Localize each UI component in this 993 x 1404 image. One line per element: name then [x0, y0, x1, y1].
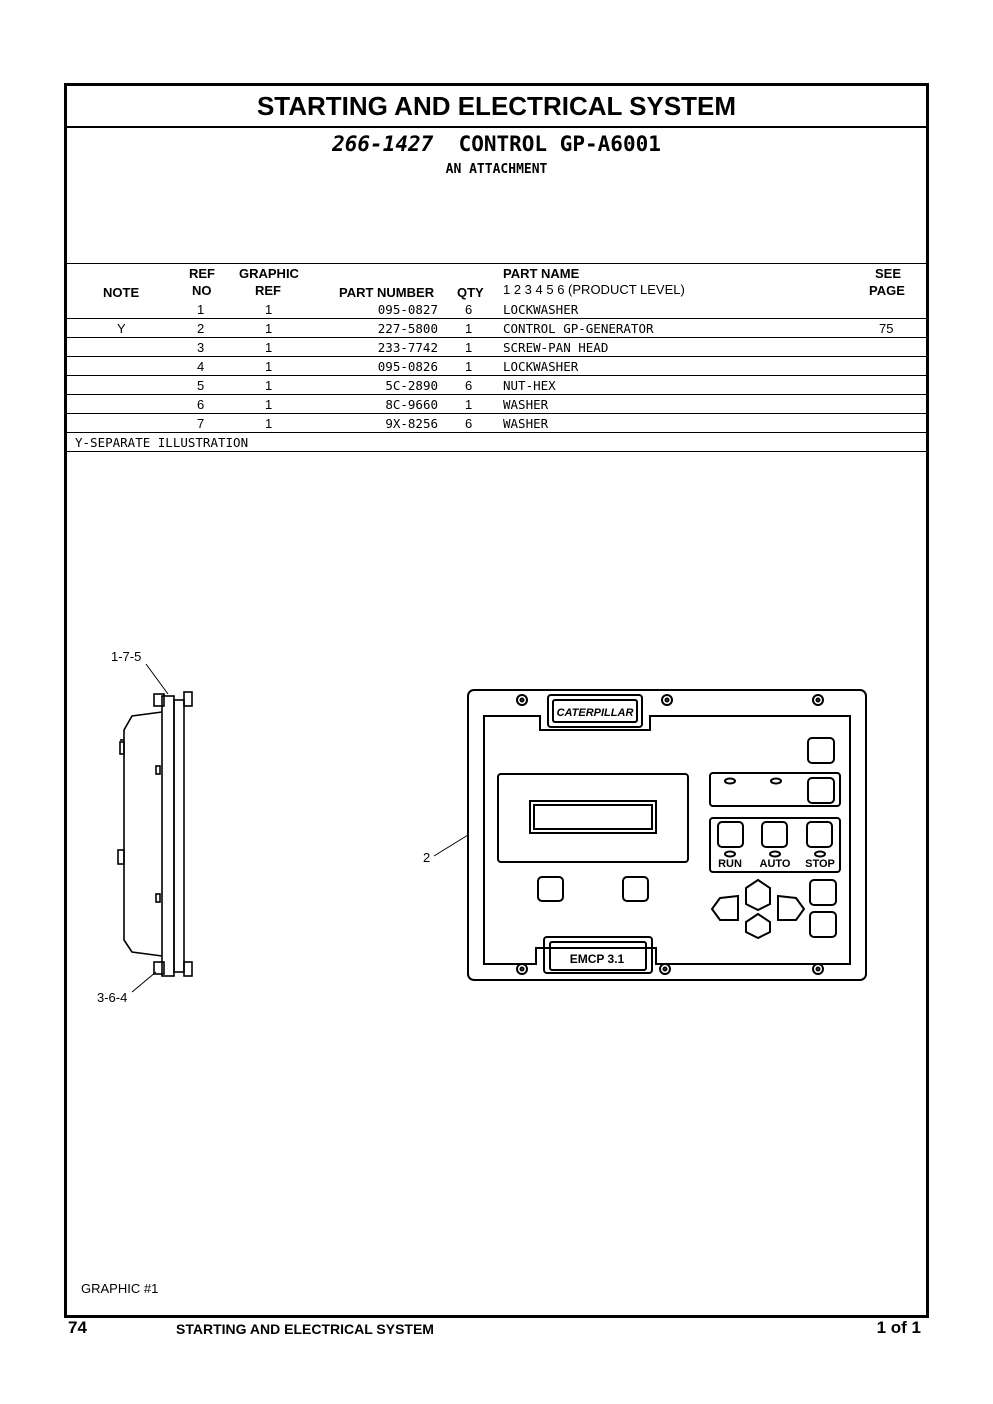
- cell-ref: 4: [197, 359, 205, 374]
- cell-part-number: 227-5800: [377, 321, 438, 336]
- brand-logo: CATERPILLAR: [557, 707, 634, 719]
- cell-ref: 2: [197, 321, 205, 336]
- header-part-name: PART NAME: [503, 266, 580, 281]
- group-description: CONTROL GP-A6001: [458, 132, 661, 156]
- graphic-label: GRAPHIC #1: [81, 1281, 159, 1296]
- callout-top: 1-7-5: [111, 649, 142, 664]
- table-footnote: Y-SEPARATE ILLUSTRATION: [67, 433, 926, 452]
- table-row: 7 1 9X-8256 6 WASHER: [67, 414, 926, 433]
- parts-table: 1 1 095-0827 6 LOCKWASHER Y 2 1 227-5800…: [67, 300, 926, 452]
- cell-qty: 6: [465, 378, 473, 393]
- cell-part-name: WASHER: [503, 397, 549, 412]
- table-row: 3 1 233-7742 1 SCREW-PAN HEAD: [67, 338, 926, 357]
- cell-ref: 7: [197, 416, 205, 431]
- cell-graphic: 1: [265, 302, 273, 317]
- cell-graphic: 1: [265, 397, 273, 412]
- table-row: 1 1 095-0827 6 LOCKWASHER: [67, 300, 926, 319]
- callout-panel: 2: [423, 850, 431, 865]
- cell-part-number: 8C-9660: [385, 397, 438, 412]
- header-note: NOTE: [103, 285, 140, 300]
- header-page: PAGE: [869, 283, 905, 298]
- auto-label: AUTO: [760, 858, 791, 870]
- cell-part-name: NUT-HEX: [503, 378, 556, 393]
- attachment-label: AN ATTACHMENT: [445, 162, 548, 177]
- cell-graphic: 1: [265, 416, 273, 431]
- cell-qty: 1: [465, 340, 473, 355]
- cell-ref: 3: [197, 340, 205, 355]
- front-panel-drawing: [433, 689, 867, 981]
- model-label: EMCP 3.1: [570, 952, 625, 966]
- header-product-level: 1 2 3 4 5 6 (PRODUCT LEVEL): [503, 282, 685, 297]
- cell-part-number: 9X-8256: [385, 416, 438, 431]
- side-view-drawing: [117, 663, 193, 993]
- header-ref: REF: [189, 266, 215, 281]
- cell-part-name: WASHER: [503, 416, 549, 431]
- footer-page-of: 1 of 1: [876, 1318, 921, 1337]
- header-no: NO: [192, 283, 212, 298]
- part-heading: 266-1427 CONTROL GP-A6001: [67, 132, 926, 156]
- cell-part-number: 095-0826: [377, 359, 438, 374]
- header-graphic-ref: REF: [255, 283, 281, 298]
- cell-graphic: 1: [265, 321, 273, 336]
- header-part-number: PART NUMBER: [339, 285, 435, 300]
- group-part-number: 266-1427: [332, 132, 434, 156]
- page-title: STARTING AND ELECTRICAL SYSTEM: [67, 86, 926, 128]
- cell-qty: 6: [465, 416, 473, 431]
- header-qty: QTY: [457, 285, 484, 300]
- cell-graphic: 1: [265, 340, 273, 355]
- cell-graphic: 1: [265, 378, 273, 393]
- cell-qty: 1: [465, 359, 473, 374]
- cell-part-name: LOCKWASHER: [503, 302, 579, 317]
- cell-ref: 5: [197, 378, 205, 393]
- cell-qty: 1: [465, 397, 473, 412]
- header-see: SEE: [875, 266, 902, 281]
- cell-see-page: 75: [879, 321, 894, 336]
- cell-part-name: LOCKWASHER: [503, 359, 579, 374]
- footer-section: STARTING AND ELECTRICAL SYSTEM: [176, 1321, 434, 1337]
- table-row: 6 1 8C-9660 1 WASHER: [67, 395, 926, 414]
- table-header: NOTE REF NO GRAPHIC REF PART NUMBER QTY …: [67, 263, 926, 302]
- cell-ref: 6: [197, 397, 205, 412]
- cell-part-name: SCREW-PAN HEAD: [503, 340, 609, 355]
- header-graphic: GRAPHIC: [239, 266, 299, 281]
- cell-qty: 6: [465, 302, 473, 317]
- table-row: 4 1 095-0826 1 LOCKWASHER: [67, 357, 926, 376]
- cell-qty: 1: [465, 321, 473, 336]
- cell-ref: 1: [197, 302, 205, 317]
- cell-part-number: 233-7742: [377, 340, 438, 355]
- cell-part-name: CONTROL GP-GENERATOR: [503, 321, 654, 336]
- stop-label: STOP: [805, 858, 835, 870]
- table-row: 5 1 5C-2890 6 NUT-HEX: [67, 376, 926, 395]
- page-frame: STARTING AND ELECTRICAL SYSTEM 266-1427 …: [64, 83, 929, 1318]
- footer-page-number: 74: [68, 1318, 87, 1337]
- cell-graphic: 1: [265, 359, 273, 374]
- cell-part-number: 5C-2890: [385, 378, 438, 393]
- table-row: Y 2 1 227-5800 1 CONTROL GP-GENERATOR 75: [67, 319, 926, 338]
- cell-note: Y: [117, 321, 126, 336]
- cell-part-number: 095-0827: [377, 302, 438, 317]
- run-label: RUN: [718, 858, 742, 870]
- callout-bottom: 3-6-4: [97, 990, 128, 1005]
- footnote-text: Y-SEPARATE ILLUSTRATION: [75, 435, 249, 450]
